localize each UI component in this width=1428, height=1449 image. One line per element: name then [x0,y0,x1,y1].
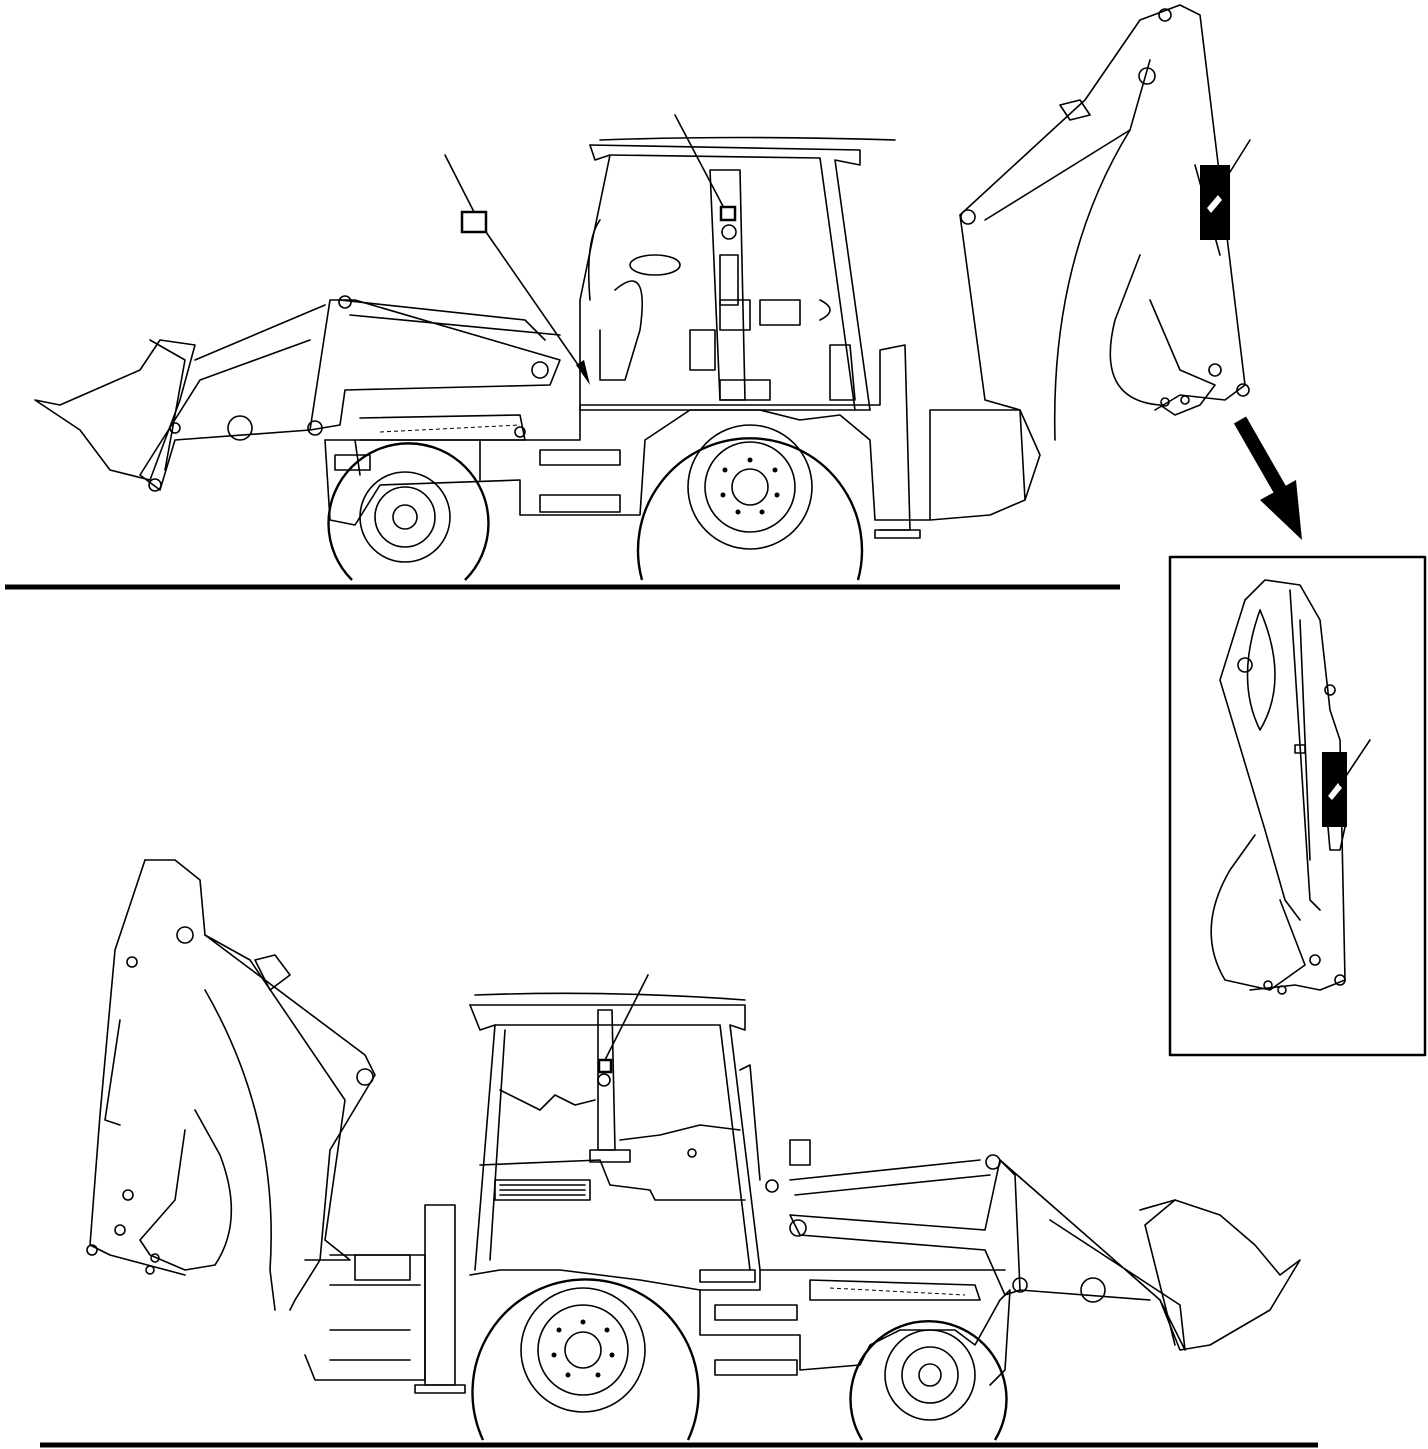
loader-arm-bottom [765,1139,1186,1351]
backhoe-boom-top [959,4,1251,501]
detail-inset [1168,555,1427,1057]
loader-bucket-bottom [1139,1199,1301,1351]
rear-wheel-bottom [471,1278,700,1441]
cab-pillar-label-rear [597,974,649,1074]
cab-bottom [469,992,761,1283]
backhoe-bucket-top [1109,254,1216,416]
top-side-view [5,4,1251,590]
front-wheel-bottom [849,1320,1008,1441]
detail-arrow [1233,416,1302,540]
front-wheel-top [327,442,490,581]
cab-front-label [444,154,590,385]
cab-pillar-label [674,114,737,222]
backhoe-boom-bottom [86,859,376,1311]
chassis-top [324,409,1026,526]
loader-arm-top [139,295,561,492]
rear-wheel-top [636,424,864,581]
backhoe-bucket-bottom [139,1109,233,1271]
loader-bucket-top [34,339,196,481]
bottom-side-view [40,859,1318,1448]
cab-top [579,136,896,411]
chassis-bottom [469,1269,1011,1386]
